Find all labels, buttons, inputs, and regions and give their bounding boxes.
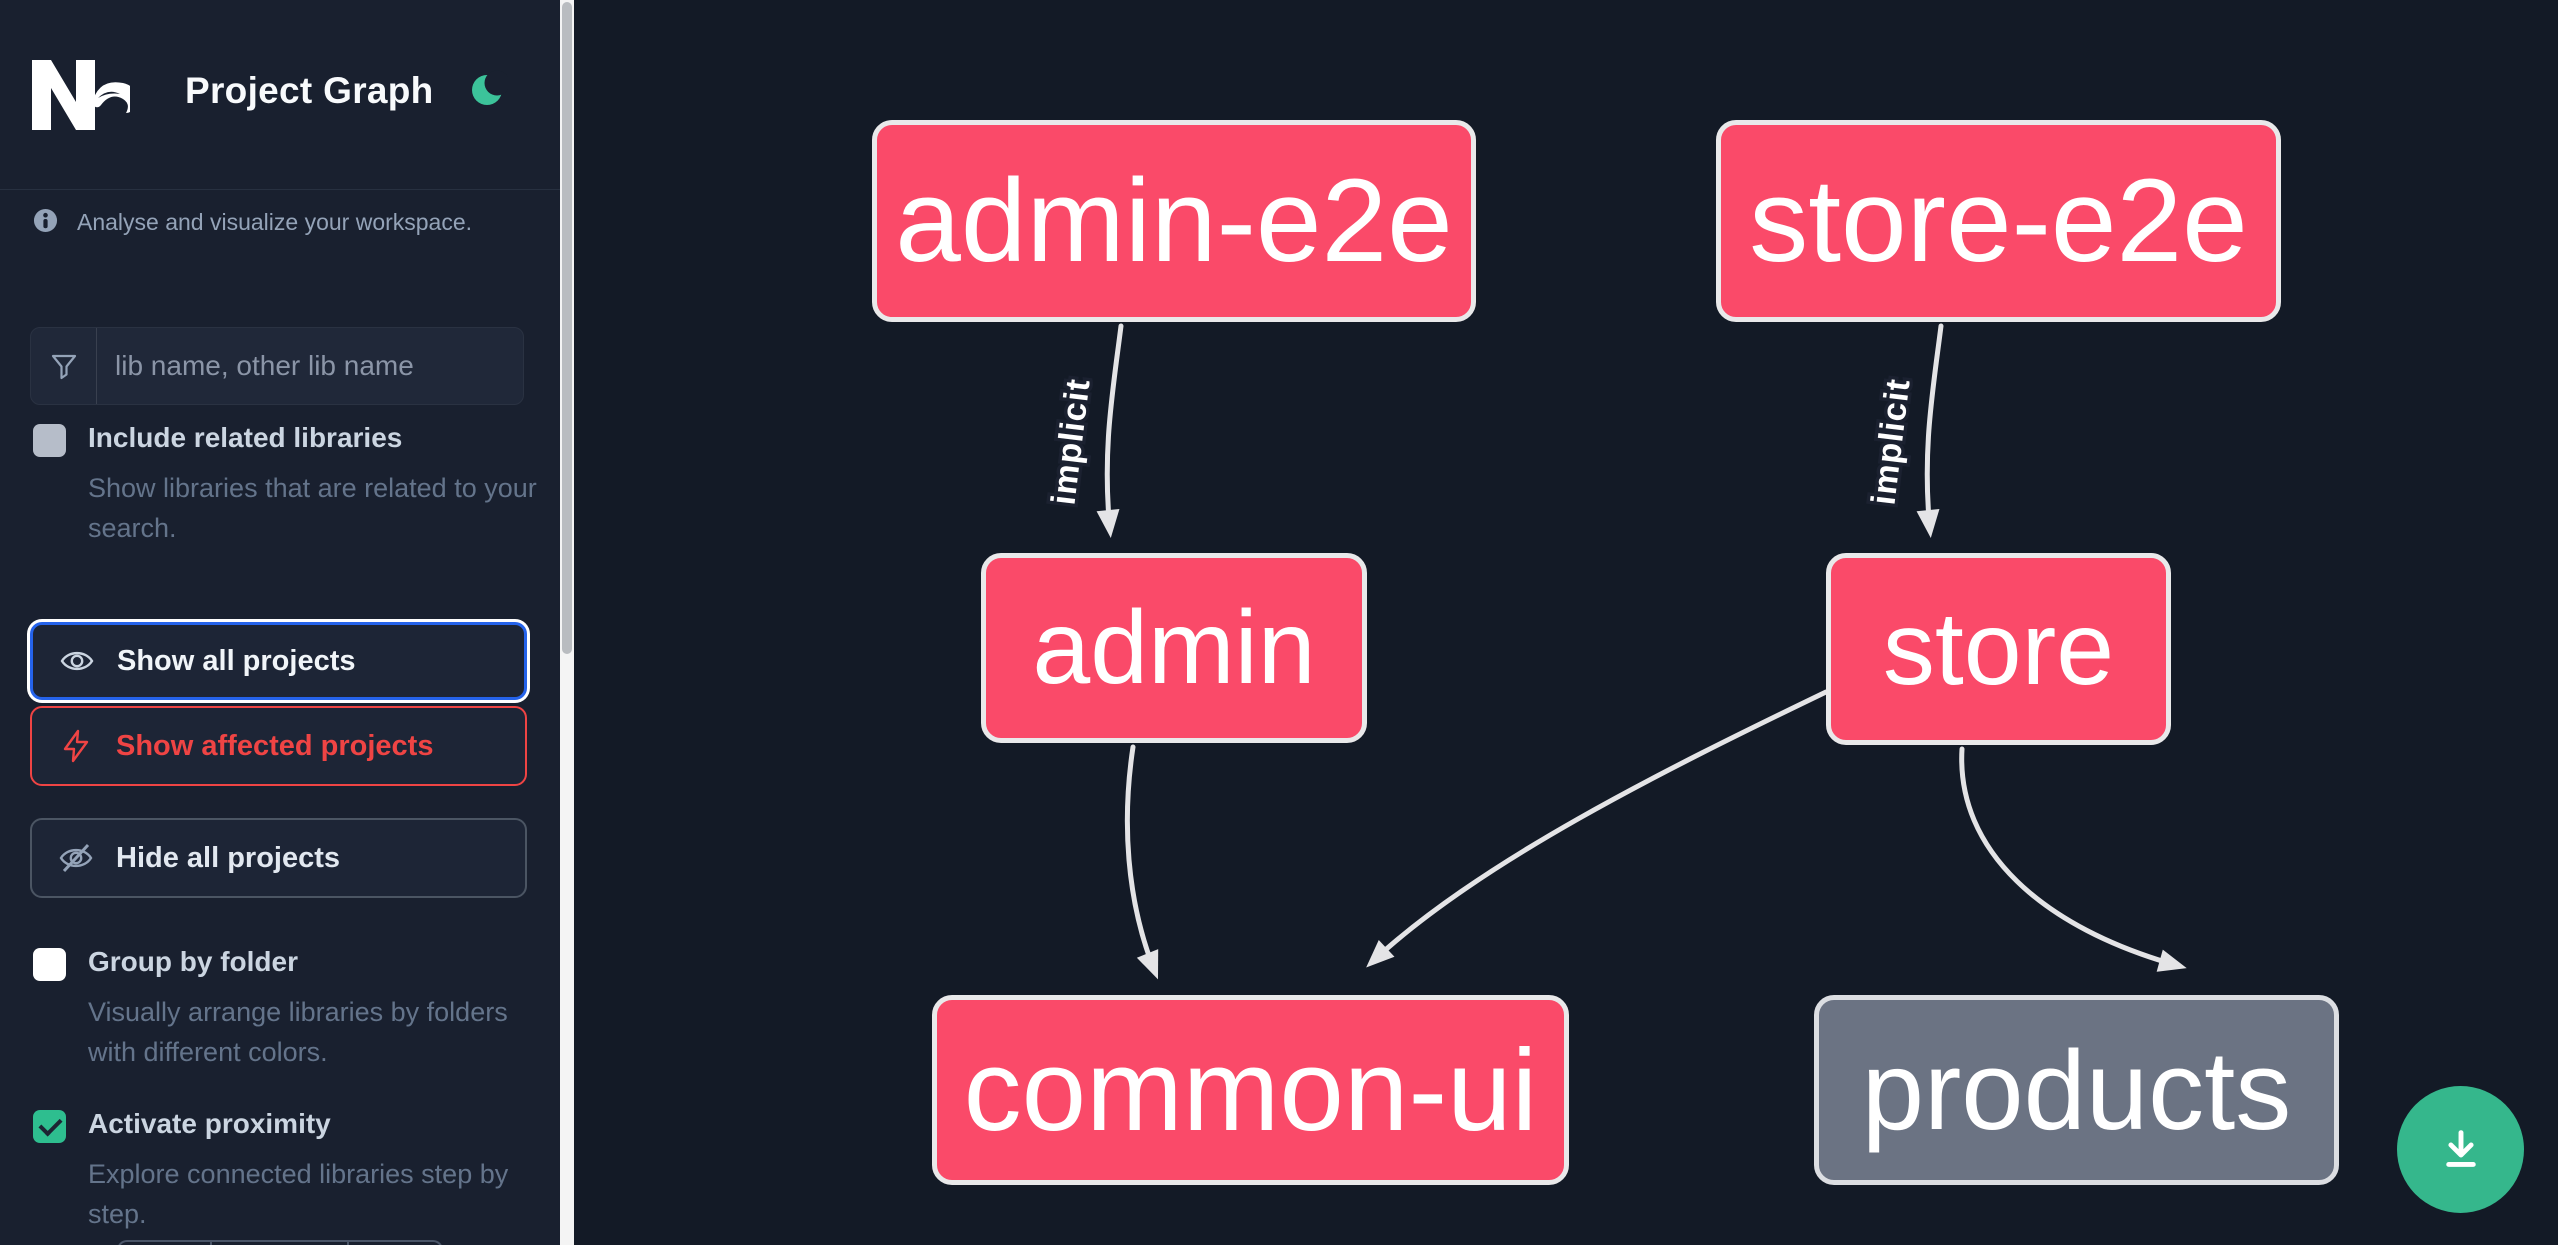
theme-toggle-moon-icon[interactable]	[470, 70, 508, 108]
stepper-value-field[interactable]	[212, 1242, 349, 1245]
group-by-folder-description: Visually arrange libraries by folders wi…	[88, 997, 508, 1067]
graph-node-products[interactable]: products	[1814, 995, 2339, 1185]
show-affected-projects-button[interactable]: Show affected projects	[30, 706, 527, 786]
app-title: Project Graph	[185, 70, 434, 111]
edge-store-e2e-to-store	[1916, 323, 1944, 538]
graph-node-admin[interactable]: admin	[981, 553, 1367, 743]
workspace-tagline: Analyse and visualize your workspace.	[77, 209, 473, 235]
download-icon	[2445, 1129, 2476, 1167]
filter-search-box	[30, 327, 524, 405]
edge-store-to-products	[1959, 746, 2187, 972]
sidebar: Project Graph Analyse and visualize your…	[0, 0, 560, 1245]
include-related-label[interactable]: Include related libraries	[88, 422, 403, 453]
activate-proximity-checkbox[interactable]	[33, 1110, 66, 1143]
include-related-checkbox[interactable]	[33, 424, 66, 457]
include-related-description: Show libraries that are related to your …	[88, 473, 537, 543]
sidebar-header: Project Graph	[0, 0, 560, 190]
graph-node-admin-e2e[interactable]: admin-e2e	[872, 120, 1476, 322]
group-by-folder-checkbox[interactable]	[33, 948, 66, 981]
search-input[interactable]	[97, 328, 523, 404]
edge-store-to-common-ui	[1366, 689, 1829, 968]
hide-all-projects-button[interactable]: Hide all projects	[30, 818, 527, 898]
graph-node-store-e2e[interactable]: store-e2e	[1716, 120, 2281, 322]
filter-funnel-icon	[31, 328, 97, 404]
edge-admin-to-common-ui	[1124, 744, 1159, 980]
node-label: store	[1882, 590, 2115, 707]
show-all-projects-button[interactable]: Show all projects	[30, 622, 527, 700]
hide-all-projects-label: Hide all projects	[116, 841, 341, 874]
activate-proximity-description: Explore connected libraries step by step…	[88, 1159, 509, 1229]
graph-node-common-ui[interactable]: common-ui	[932, 995, 1569, 1185]
edge-admin-e2e-to-admin	[1096, 323, 1124, 538]
proximity-stepper	[117, 1240, 443, 1245]
group-by-folder-label[interactable]: Group by folder	[88, 946, 298, 977]
sidebar-scrollbar-track	[560, 0, 574, 1245]
info-icon	[33, 208, 58, 233]
eye-off-icon	[59, 843, 93, 873]
bolt-icon	[63, 729, 89, 763]
project-graph-canvas[interactable]: implicit implicit admin-e2e store-e2e ad…	[574, 0, 2558, 1245]
sidebar-scrollbar-thumb[interactable]	[562, 2, 572, 654]
edge-label-implicit: implicit	[1864, 376, 1917, 507]
graph-edges-layer: implicit implicit	[1041, 323, 2187, 980]
node-label: admin-e2e	[895, 155, 1453, 287]
download-graph-button[interactable]	[2397, 1086, 2524, 1213]
nx-logo-icon	[32, 60, 130, 130]
stepper-decrement-button[interactable]	[119, 1242, 212, 1245]
activate-proximity-label[interactable]: Activate proximity	[88, 1108, 331, 1139]
edge-label-implicit: implicit	[1044, 376, 1097, 507]
graph-node-store[interactable]: store	[1826, 553, 2171, 745]
eye-icon	[60, 651, 94, 671]
node-label: store-e2e	[1749, 155, 2248, 287]
show-all-projects-label: Show all projects	[117, 644, 356, 677]
node-label: products	[1861, 1027, 2292, 1153]
node-label: common-ui	[963, 1025, 1538, 1155]
node-label: admin	[1032, 589, 1316, 706]
show-affected-projects-label: Show affected projects	[116, 729, 434, 762]
